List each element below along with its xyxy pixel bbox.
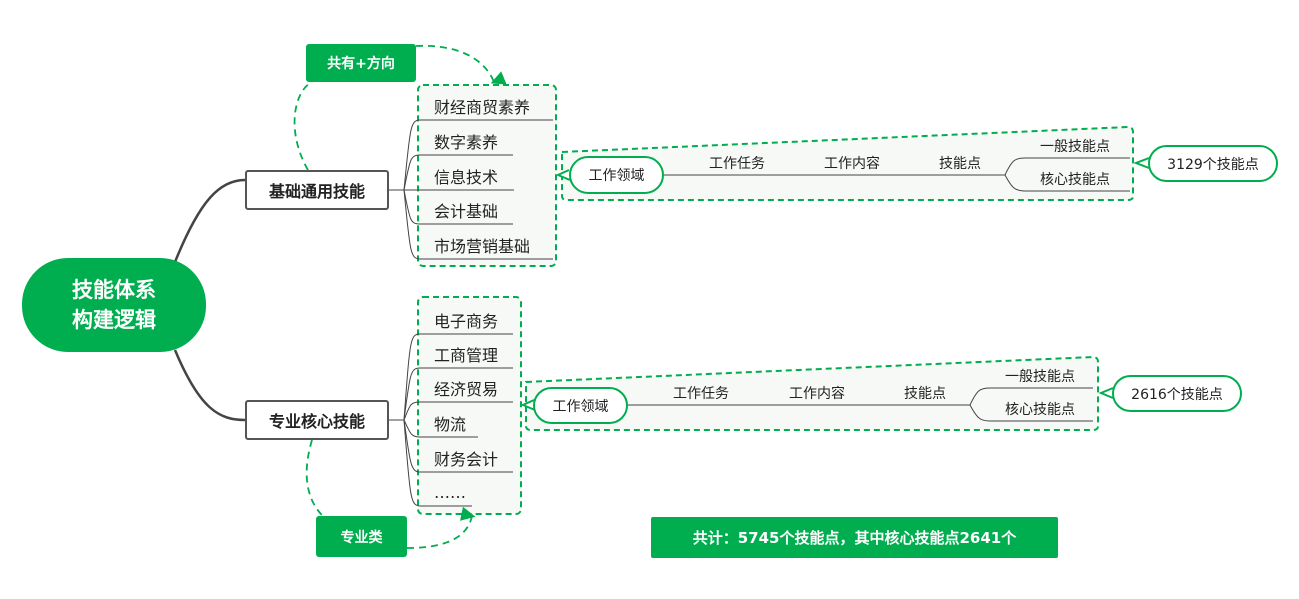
root-to-branch2-line — [173, 349, 246, 422]
tag-major-category[interactable]: 专业类 — [316, 516, 407, 557]
work-domain-node[interactable]: 工作领域 — [533, 387, 628, 424]
skill-point-label: 技能点 — [900, 382, 950, 404]
root-to-branch1-line — [173, 178, 246, 263]
work-task-label: 工作任务 — [669, 382, 733, 404]
list-item[interactable]: …… — [434, 482, 466, 502]
skill-count-badge: 2616个技能点 — [1112, 375, 1242, 412]
skill-count-badge: 3129个技能点 — [1148, 145, 1278, 182]
root-title-line1: 技能体系 — [72, 278, 156, 302]
summary-total: 共计：5745个技能点，其中核心技能点2641个 — [651, 517, 1058, 558]
list-item[interactable]: 会计基础 — [434, 202, 499, 221]
general-items-group — [417, 84, 557, 267]
work-task-label: 工作任务 — [705, 152, 769, 174]
general-skill-point-label: 一般技能点 — [1036, 135, 1114, 157]
general-skill-point-label: 一般技能点 — [1001, 365, 1079, 387]
list-item[interactable]: 电子商务 — [434, 312, 499, 331]
work-content-label: 工作内容 — [820, 152, 884, 174]
list-item[interactable]: 财经商贸素养 — [434, 98, 531, 117]
list-item[interactable]: 市场营销基础 — [434, 237, 531, 256]
tag-shared-direction[interactable]: 共有+方向 — [306, 44, 416, 82]
work-domain-node[interactable]: 工作领域 — [569, 156, 664, 194]
list-item[interactable]: 工商管理 — [434, 346, 499, 365]
list-item[interactable]: 数字素养 — [434, 133, 499, 152]
work-content-label: 工作内容 — [785, 382, 849, 404]
root-node[interactable]: 技能体系 构建逻辑 — [22, 258, 206, 352]
branch-major-core-skills[interactable]: 专业核心技能 — [245, 400, 389, 440]
list-item[interactable]: 物流 — [434, 415, 467, 434]
list-item[interactable]: 经济贸易 — [434, 380, 499, 399]
root-title-line2: 构建逻辑 — [72, 308, 156, 332]
core-skill-point-label: 核心技能点 — [1001, 398, 1079, 420]
core-skill-point-label: 核心技能点 — [1036, 168, 1114, 190]
skill-point-label: 技能点 — [935, 152, 985, 174]
list-item[interactable]: 信息技术 — [434, 168, 499, 187]
list-item[interactable]: 财务会计 — [434, 450, 499, 469]
branch-general-skills[interactable]: 基础通用技能 — [245, 170, 389, 210]
